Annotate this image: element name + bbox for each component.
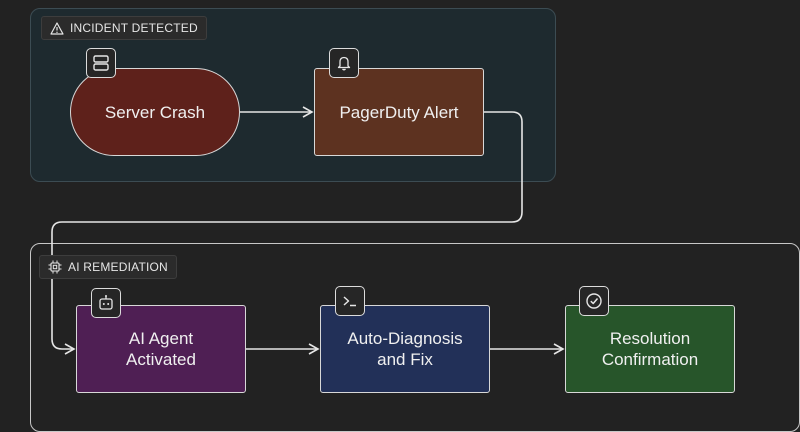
node-pagerduty-alert-label: PagerDuty Alert [339,102,459,122]
node-ai-agent-line1: AI Agent [128,329,194,348]
robot-icon [91,288,121,318]
node-ai-agent-activated[interactable]: AI Agent Activated [76,305,246,393]
node-auto-diagnosis[interactable]: Auto-Diagnosis and Fix [320,305,490,393]
warning-triangle-icon [50,21,64,35]
incident-detected-label: INCIDENT DETECTED [41,16,207,40]
cpu-chip-icon [48,260,62,274]
check-circle-icon [579,286,609,316]
node-ai-agent-line2: Activated [126,350,196,369]
node-server-crash-label: Server Crash [104,102,206,122]
node-pagerduty-alert[interactable]: PagerDuty Alert [314,68,484,156]
node-resolution-line2: Confirmation [601,350,699,369]
node-resolution-confirmation[interactable]: Resolution Confirmation [565,305,735,393]
node-resolution-line1: Resolution [609,329,691,348]
edge-pager-to-agent [51,111,523,355]
node-server-crash[interactable]: Server Crash [70,68,240,156]
incident-detected-text: INCIDENT DETECTED [70,21,198,35]
server-icon [86,48,116,78]
terminal-icon [335,286,365,316]
bell-icon [329,48,359,78]
ai-remediation-label: AI REMEDIATION [39,255,177,279]
node-auto-diagnosis-line2: and Fix [377,350,433,369]
node-auto-diagnosis-line1: Auto-Diagnosis [347,329,463,348]
ai-remediation-text: AI REMEDIATION [68,260,168,274]
